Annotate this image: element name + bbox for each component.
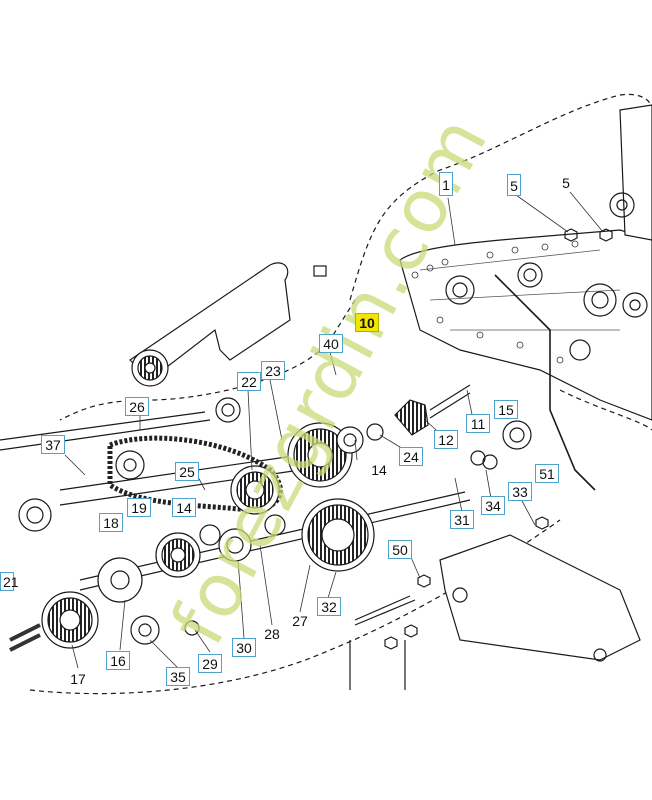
gearbox-casing: [399, 229, 652, 421]
long-shaft-upper: [0, 411, 211, 451]
callout-15: 15: [494, 400, 518, 419]
mounting-bracket: [439, 534, 641, 661]
support-bracket: [129, 262, 291, 381]
callout-33: 33: [508, 482, 532, 501]
housing-outline: [349, 93, 652, 301]
housing-outline-lower: [59, 299, 356, 421]
callout-5: 5: [507, 174, 521, 196]
housing-outline-right: [559, 389, 652, 431]
callout-1: 1: [439, 172, 453, 196]
callout-51: 51: [535, 464, 559, 483]
gearbox-tower: [619, 104, 652, 241]
bevel-pinion: [394, 399, 429, 436]
long-shaft-lower: [79, 491, 471, 591]
callout-12: 12: [434, 430, 458, 449]
callout-37: 37: [41, 435, 65, 454]
callout-17: 17: [70, 671, 86, 687]
callout-28: 28: [264, 626, 280, 642]
callout-21: 21: [0, 572, 19, 591]
lever-rod: [494, 274, 596, 491]
callout-27: 27: [292, 613, 308, 629]
callout-32: 32: [317, 597, 341, 616]
callout-35: 35: [166, 667, 190, 686]
callout-29: 29: [198, 654, 222, 673]
callout-34: 34: [481, 496, 505, 515]
callout-5-secondary: 5: [562, 175, 570, 191]
callout-16: 16: [106, 651, 130, 670]
callout-31: 31: [450, 510, 474, 529]
callout-26: 26: [125, 397, 149, 416]
callout-40: 40: [319, 334, 343, 353]
callout-24: 24: [399, 447, 423, 466]
callout-23: 23: [261, 361, 285, 380]
bolt-rod: [354, 595, 416, 626]
callout-50: 50: [388, 540, 412, 559]
callout-18: 18: [99, 513, 123, 532]
drive-chain: [107, 435, 283, 513]
callout-22: 22: [237, 372, 261, 391]
callout-14-lower: 14: [172, 498, 196, 517]
callout-25: 25: [175, 462, 199, 481]
callout-11: 11: [466, 414, 490, 433]
callout-19: 19: [127, 498, 151, 517]
callout-14: 14: [371, 462, 387, 478]
callout-30: 30: [232, 638, 256, 657]
callout-10: 10: [355, 313, 379, 332]
